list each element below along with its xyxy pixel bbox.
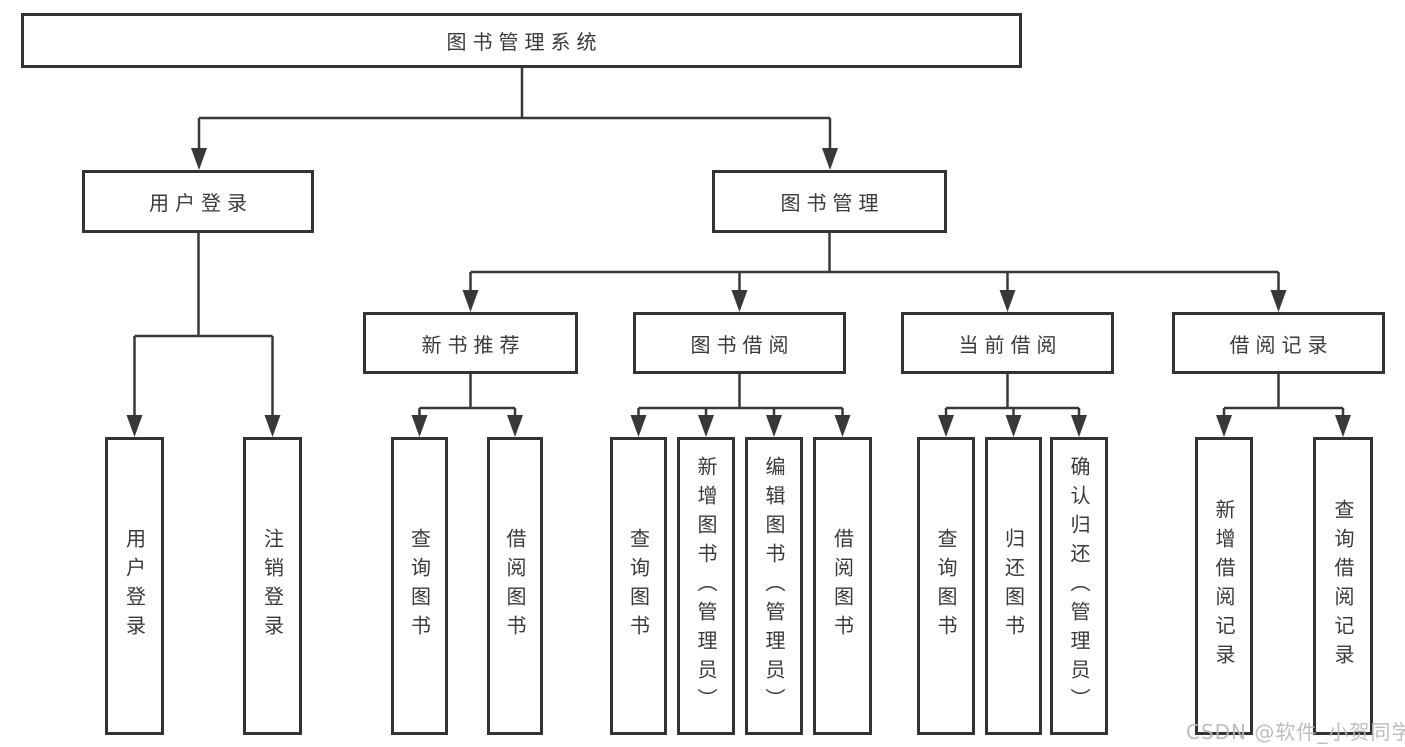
leaf-edit-book-admin-label: 编辑图书（管理员） — [762, 455, 786, 717]
leaf-add-book-admin: 新增图书（管理员） — [677, 437, 735, 735]
leaf-logout-label: 注销登录 — [260, 528, 285, 644]
leaf-return-book: 归还图书 — [985, 437, 1042, 735]
leaf-borrow-books-label: 借阅图书 — [830, 528, 855, 644]
node-library-management-system: 图书管理系统 — [21, 13, 1022, 68]
leaf-query-borrow-record: 查询借阅记录 — [1313, 437, 1373, 735]
leaf-edit-book-admin: 编辑图书（管理员） — [745, 437, 803, 735]
node-user-login: 用户登录 — [82, 170, 314, 233]
node-current-borrow: 当前借阅 — [901, 312, 1114, 374]
node-borrow-records: 借阅记录 — [1172, 312, 1385, 374]
leaf-add-book-admin-label: 新增图书（管理员） — [694, 455, 718, 717]
leaf-confirm-return-admin: 确认归还（管理员） — [1050, 437, 1108, 735]
leaf-user-login-label: 用户登录 — [122, 528, 147, 644]
leaf-confirm-return-admin-label: 确认归还（管理员） — [1067, 455, 1091, 717]
leaf-return-book-label: 归还图书 — [1001, 528, 1026, 644]
leaf-query-books-current: 查询图书 — [917, 437, 975, 735]
watermark: CSDN @软件_小贺同学 — [1186, 720, 1405, 744]
leaf-borrow-books-recommend-label: 借阅图书 — [503, 528, 527, 644]
node-new-book-recommend: 新书推荐 — [363, 312, 578, 374]
leaf-borrow-books: 借阅图书 — [813, 437, 872, 735]
leaf-add-borrow-record-label: 新增借阅记录 — [1212, 499, 1236, 673]
leaf-logout: 注销登录 — [243, 437, 302, 735]
leaf-add-borrow-record: 新增借阅记录 — [1195, 437, 1253, 735]
leaf-query-borrow-record-label: 查询借阅记录 — [1331, 499, 1355, 673]
leaf-user-login: 用户登录 — [105, 437, 164, 735]
leaf-query-books-borrow-label: 查询图书 — [626, 528, 651, 644]
leaf-query-books-borrow: 查询图书 — [610, 437, 667, 735]
node-book-borrow: 图书借阅 — [633, 312, 846, 374]
leaf-query-books-recommend: 查询图书 — [391, 437, 448, 735]
leaf-query-books-recommend-label: 查询图书 — [407, 528, 432, 644]
leaf-query-books-current-label: 查询图书 — [934, 528, 958, 644]
leaf-borrow-books-recommend: 借阅图书 — [487, 437, 543, 735]
node-book-management: 图书管理 — [712, 170, 947, 233]
arrowheads — [126, 148, 1351, 437]
